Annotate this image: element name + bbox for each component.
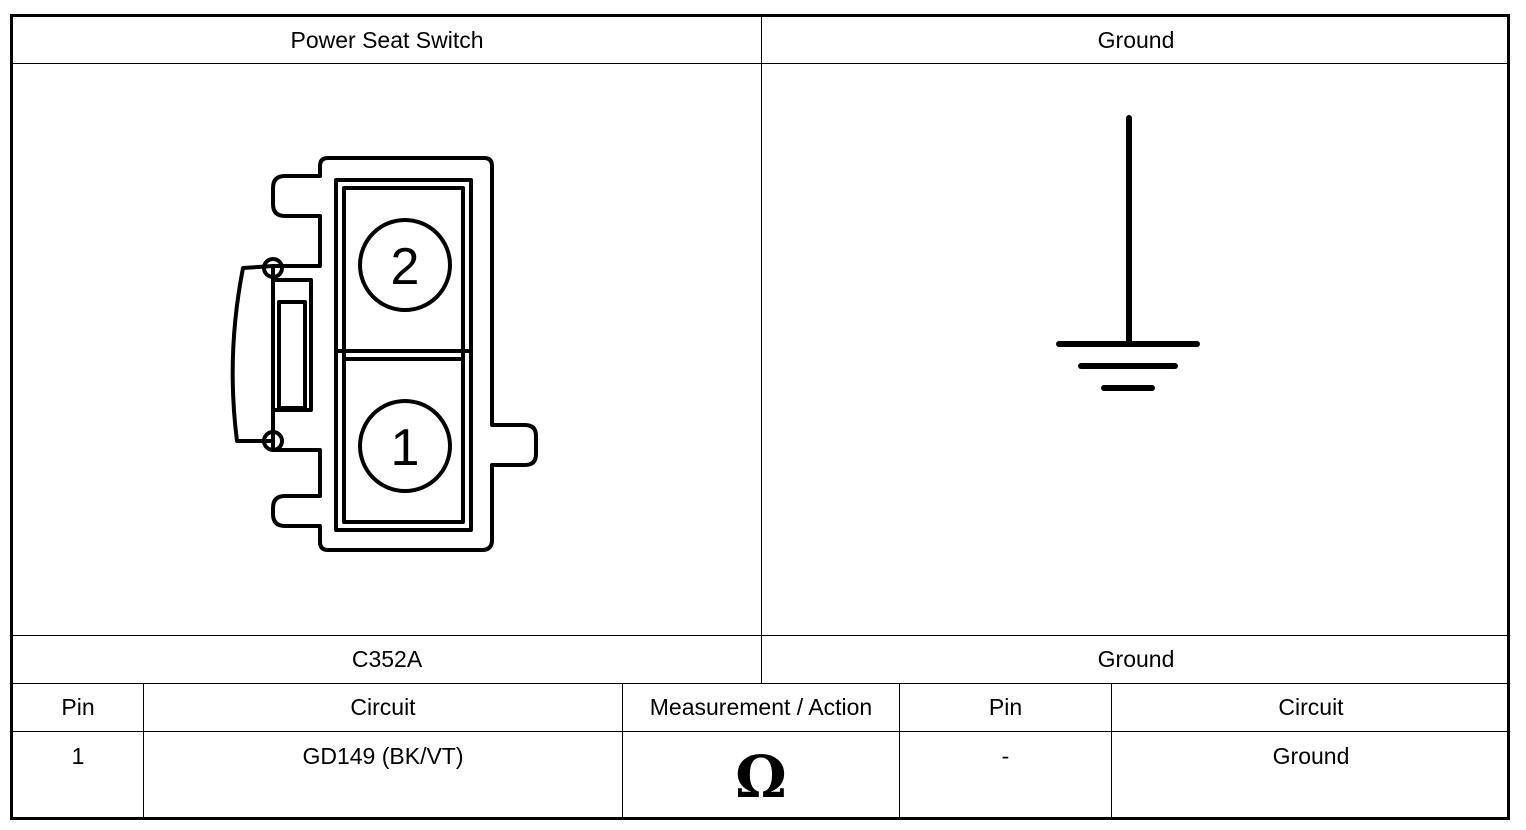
row-pin-to: - xyxy=(1001,743,1010,769)
row-circuit: GD149 (BK/VT) xyxy=(302,743,464,769)
pin-cavity-outer xyxy=(334,178,473,532)
column-header-measurement: Measurement / Action xyxy=(649,694,873,720)
row-pin: 1 xyxy=(71,743,85,769)
column-header-circuit-to: Circuit xyxy=(1278,694,1344,720)
divider xyxy=(13,731,1510,732)
ohm-symbol-icon: Ω xyxy=(735,743,787,811)
ground-title: Ground xyxy=(1097,26,1175,53)
ground-label: Ground xyxy=(1097,646,1175,672)
divider xyxy=(761,17,762,683)
divider xyxy=(622,683,623,817)
row-circuit-to: Ground xyxy=(1272,743,1350,769)
column-header-pin: Pin xyxy=(61,694,95,720)
column-header-circuit: Circuit xyxy=(350,694,416,720)
divider xyxy=(899,683,900,817)
connector-face-diagram: 2 1 xyxy=(230,156,538,552)
connector-housing xyxy=(271,156,538,552)
pin-cavity-inner xyxy=(342,186,465,524)
latch-pivot xyxy=(262,257,284,279)
connector-title: Power Seat Switch xyxy=(290,26,484,53)
divider xyxy=(13,683,1510,684)
latch-window-inner xyxy=(277,300,307,410)
divider xyxy=(143,683,144,817)
latch-pivot xyxy=(262,430,284,452)
column-header-pin-to: Pin xyxy=(988,694,1023,720)
connector-id: C352A xyxy=(351,646,423,672)
pin-2-circle xyxy=(358,218,452,312)
pin-1-circle xyxy=(358,399,452,493)
pin-1-label: 1 xyxy=(391,419,420,477)
ground-icon xyxy=(1056,115,1200,391)
locking-tab xyxy=(230,264,275,443)
pin-2-label: 2 xyxy=(391,238,420,296)
divider xyxy=(1111,683,1112,817)
diagram-frame xyxy=(10,14,1510,820)
